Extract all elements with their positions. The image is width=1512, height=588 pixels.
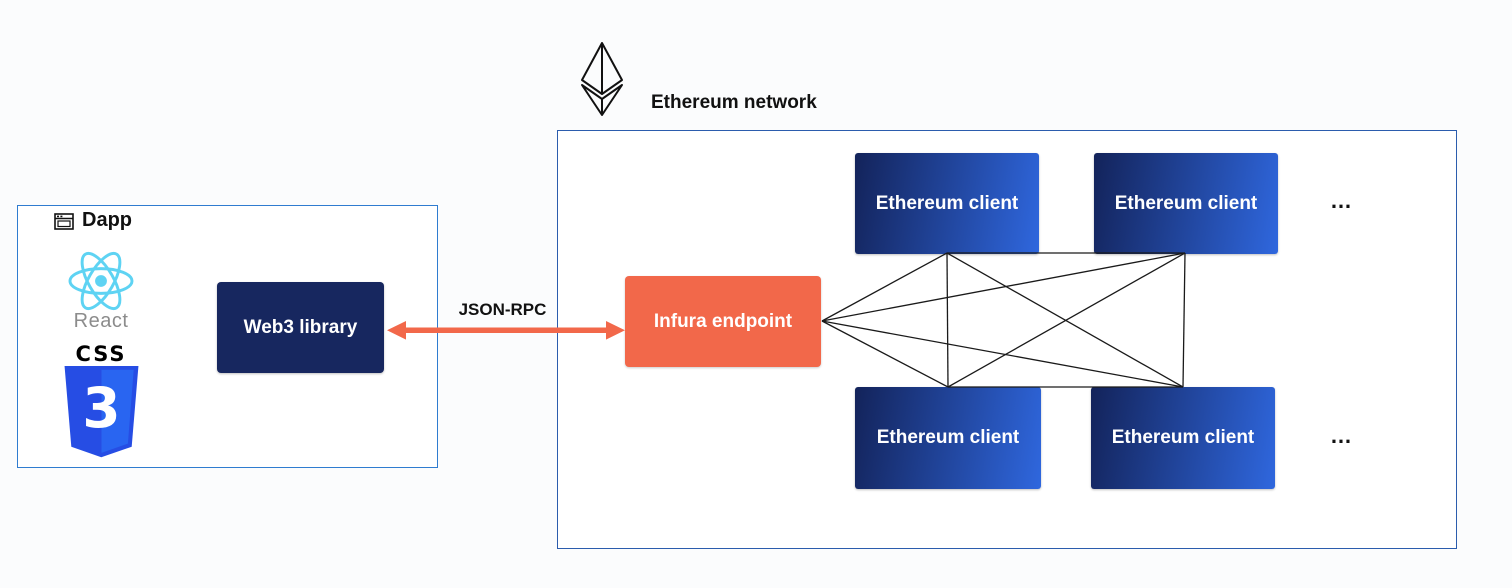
- json-rpc-label: JSON-RPC: [458, 300, 547, 319]
- react-label: React: [73, 310, 129, 332]
- web3-library-label: Web3 library: [243, 316, 358, 338]
- infura-endpoint-node: Infura endpoint: [625, 276, 821, 367]
- ethereum-client-label: Ethereum client: [1114, 192, 1258, 214]
- web3-library-node: Web3 library: [217, 282, 384, 373]
- ethereum-client-node-bottom-right: Ethereum client: [1091, 387, 1275, 489]
- svg-text:3: 3: [82, 376, 120, 440]
- css-wordmark: CSS: [75, 342, 127, 366]
- ellipsis-bottom: …: [1330, 423, 1352, 448]
- infura-endpoint-label: Infura endpoint: [653, 310, 793, 332]
- css3-shield-icon: 3: [64, 366, 139, 458]
- browser-window-icon: [54, 213, 74, 230]
- ethereum-client-label: Ethereum client: [1111, 427, 1255, 448]
- ethereum-client-node-top-right: Ethereum client: [1094, 153, 1278, 254]
- ethereum-logo-icon: [581, 42, 623, 116]
- ethereum-client-node-bottom-left: Ethereum client: [855, 387, 1041, 489]
- dapp-panel-title: Dapp: [82, 209, 132, 231]
- react-logo-icon: [68, 251, 134, 311]
- ethereum-network-title: Ethereum network: [651, 92, 817, 113]
- ethereum-client-label: Ethereum client: [876, 427, 1020, 448]
- ethereum-client-label: Ethereum client: [875, 192, 1019, 214]
- ethereum-client-node-top-left: Ethereum client: [855, 153, 1039, 254]
- ellipsis-top: …: [1330, 188, 1352, 213]
